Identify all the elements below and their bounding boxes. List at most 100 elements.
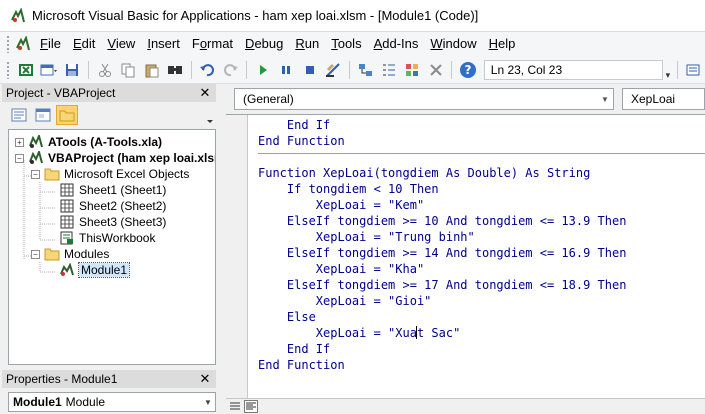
tree-item[interactable]: Sheet2 (Sheet2)	[59, 198, 166, 214]
menu-add-ins[interactable]: Add-Ins	[373, 36, 419, 51]
full-module-view-icon[interactable]	[244, 400, 258, 413]
code-line[interactable]: End If	[258, 342, 331, 356]
title-bar: Microsoft Visual Basic for Applications …	[0, 0, 705, 32]
code-line[interactable]: XepLoai = "Kem"	[258, 198, 425, 212]
undo-icon[interactable]	[197, 59, 218, 81]
code-line[interactable]: Else	[258, 310, 316, 324]
excel-view-icon[interactable]	[15, 59, 36, 81]
collapse-icon[interactable]: −	[31, 169, 40, 179]
toggle-folders-icon[interactable]	[56, 105, 78, 125]
code-window-header: (General) ▼ XepLoai	[226, 84, 705, 114]
menu-bar: File Edit View Insert Format Debug Run T…	[0, 32, 705, 56]
break-icon[interactable]	[276, 59, 297, 81]
project-toolbar-scroll[interactable]	[206, 104, 214, 126]
tree-item[interactable]: − Microsoft Excel Objects	[31, 166, 189, 182]
code-line[interactable]: Function XepLoai(tongdiem As Double) As …	[258, 166, 591, 180]
code-line[interactable]: XepLoai = "Xuat Sac"	[258, 326, 461, 340]
object-combo[interactable]: (General) ▼	[234, 88, 614, 110]
run-icon[interactable]	[252, 59, 273, 81]
tree-item[interactable]: Sheet3 (Sheet3)	[59, 214, 166, 230]
menu-window[interactable]: Window	[430, 36, 477, 51]
procedure-combo-value: XepLoai	[631, 92, 676, 106]
code-line[interactable]: If tongdiem < 10 Then	[258, 182, 439, 196]
code-line[interactable]: XepLoai = "Trung binh"	[258, 230, 475, 244]
toolbar-overflow-icon[interactable]: ▾	[665, 70, 671, 81]
tree-item[interactable]: ThisWorkbook	[59, 230, 155, 246]
tree-item[interactable]: −Modules	[31, 246, 109, 262]
code-line[interactable]: ElseIf tongdiem >= 10 And tongdiem <= 13…	[258, 214, 627, 228]
tree-item[interactable]: − VBAProject (ham xep loai.xlsm)	[15, 150, 216, 166]
properties-window-icon[interactable]	[378, 59, 399, 81]
menu-insert[interactable]: Insert	[147, 36, 180, 51]
code-line[interactable]: End Function	[258, 358, 345, 372]
tree-item[interactable]: Sheet1 (Sheet1)	[59, 182, 166, 198]
procedure-view-icon[interactable]	[228, 400, 242, 413]
cut-icon[interactable]	[94, 59, 115, 81]
insert-userform-icon[interactable]	[38, 59, 59, 81]
copy-icon[interactable]	[117, 59, 138, 81]
second-toolbar-icon[interactable]	[683, 59, 704, 81]
tree-item-label: Microsoft Excel Objects	[64, 167, 190, 181]
cursor-position-readout: Ln 23, Col 23	[483, 59, 664, 80]
tree-item-label: Sheet2 (Sheet2)	[79, 199, 167, 213]
chevron-down-icon[interactable]: ▼	[601, 94, 609, 104]
vba-app-icon	[10, 6, 26, 24]
reset-icon[interactable]	[299, 59, 320, 81]
chevron-down-icon[interactable]: ▼	[204, 397, 212, 407]
close-icon[interactable]: ✕	[199, 85, 211, 101]
help-icon[interactable]: ?	[457, 59, 478, 81]
code-line[interactable]: ElseIf tongdiem >= 17 And tongdiem <= 18…	[258, 278, 627, 292]
menu-debug[interactable]: Debug	[245, 36, 284, 51]
sheet-icon	[59, 199, 75, 213]
tree-item-label: ThisWorkbook	[79, 231, 156, 245]
code-line[interactable]: XepLoai = "Gioi"	[258, 294, 432, 308]
menu-view[interactable]: View	[107, 36, 136, 51]
collapse-icon[interactable]: −	[31, 249, 40, 259]
code-line[interactable]: XepLoai = "Kha"	[258, 262, 425, 276]
toolbar-separator	[348, 60, 350, 79]
menu-edit[interactable]: Edit	[72, 36, 96, 51]
toolbar-grip[interactable]	[6, 60, 10, 79]
properties-object-name: Module1	[13, 395, 62, 409]
toolbar-separator	[88, 60, 90, 79]
find-icon[interactable]	[164, 59, 185, 81]
redo-icon[interactable]	[220, 59, 241, 81]
code-line[interactable]: End Function	[258, 134, 345, 148]
paste-icon[interactable]	[141, 59, 162, 81]
tree-item[interactable]: +ATools (A-Tools.xla)	[15, 134, 162, 150]
code-line[interactable]: End If	[258, 118, 331, 132]
toolbar-separator	[190, 60, 192, 79]
design-mode-icon[interactable]	[322, 59, 343, 81]
vba-menu-icon[interactable]	[14, 35, 32, 53]
properties-object-select[interactable]: Module1 Module ▼	[8, 392, 216, 412]
collapse-icon[interactable]: −	[15, 153, 24, 163]
properties-panel-title-bar: Properties - Module1 ✕	[2, 370, 216, 388]
menu-help[interactable]: Help	[488, 36, 516, 51]
vba-project-icon	[28, 151, 44, 165]
expand-icon[interactable]: +	[15, 137, 24, 147]
object-combo-value: (General)	[243, 92, 294, 106]
project-tree: +ATools (A-Tools.xla)−VBAProject (ham xe…	[8, 129, 216, 365]
save-icon[interactable]	[62, 59, 83, 81]
tree-item[interactable]: Module1	[59, 262, 131, 278]
menu-format[interactable]: Format	[191, 36, 234, 51]
margin-indicator-bar[interactable]	[226, 115, 248, 399]
procedure-combo[interactable]: XepLoai	[622, 88, 705, 110]
menu-run[interactable]: Run	[295, 36, 320, 51]
project-explorer-icon[interactable]	[355, 59, 376, 81]
close-icon[interactable]: ✕	[199, 371, 211, 387]
view-code-icon[interactable]	[8, 105, 30, 125]
menu-tools[interactable]: Tools	[331, 36, 362, 51]
project-panel-toolbar	[2, 102, 216, 128]
panel-splitter[interactable]	[218, 84, 226, 414]
toolbox-icon[interactable]	[425, 59, 446, 81]
sheet-icon	[59, 215, 75, 229]
code-line[interactable]: ElseIf tongdiem >= 14 And tongdiem <= 16…	[258, 246, 627, 260]
menu-file[interactable]: File	[40, 36, 61, 51]
object-browser-icon[interactable]	[402, 59, 423, 81]
tree-item-label: VBAProject (ham xep loai.xlsm)	[48, 151, 216, 165]
view-object-icon[interactable]	[32, 105, 54, 125]
menu-grip[interactable]	[6, 35, 10, 53]
